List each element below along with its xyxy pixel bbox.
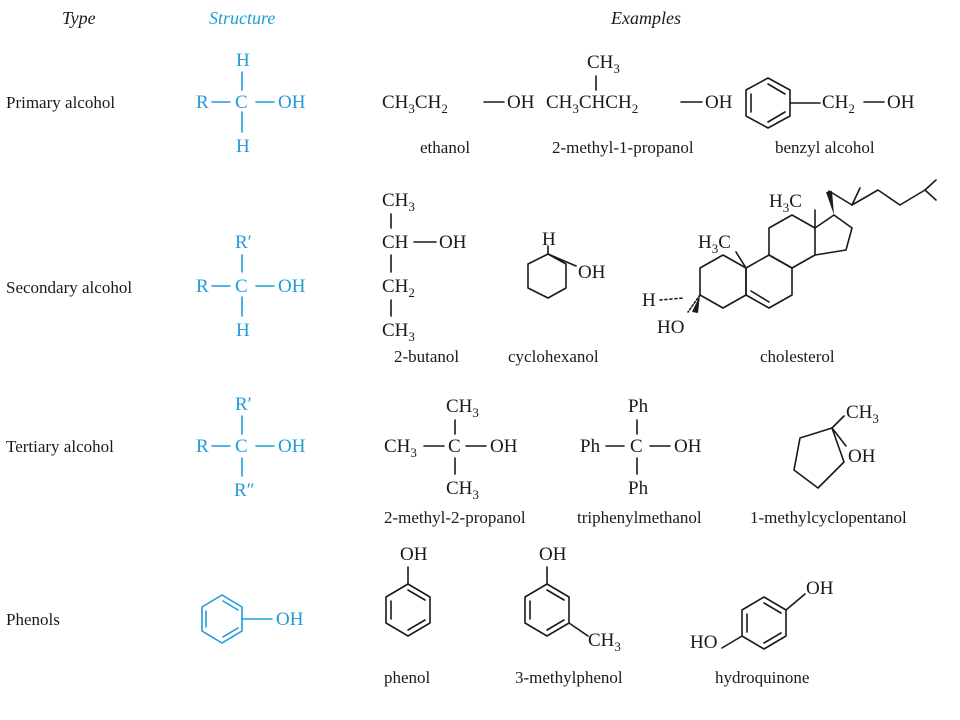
svg-text:OH: OH xyxy=(278,436,306,457)
structure-phenol: OH xyxy=(201,594,304,644)
header-structure: Structure xyxy=(209,8,275,28)
label-2-butanol: 2-butanol xyxy=(394,347,459,366)
label-phenol: phenol xyxy=(384,668,431,687)
svg-text:OH: OH xyxy=(400,544,428,565)
type-label-secondary: Secondary alcohol xyxy=(6,278,132,297)
header-examples: Examples xyxy=(610,8,681,28)
structure-secondary: R′ R C OH H xyxy=(196,232,306,341)
svg-text:OH: OH xyxy=(278,92,306,113)
example-2-butanol: CH3 CH OH CH2 CH3 2-butanol xyxy=(382,190,467,366)
example-phenol: OH phenol xyxy=(384,544,431,687)
svg-text:R: R xyxy=(196,276,209,297)
svg-text:C: C xyxy=(235,276,248,297)
svg-text:C: C xyxy=(235,436,248,457)
svg-text:C: C xyxy=(235,92,248,113)
label-hydroquinone: hydroquinone xyxy=(715,668,809,687)
label-triphenylmethanol: triphenylmethanol xyxy=(577,508,702,527)
type-label-primary: Primary alcohol xyxy=(6,93,115,112)
svg-text:OH: OH xyxy=(539,544,567,565)
svg-text:CH3: CH3 xyxy=(384,436,417,460)
svg-text:OH: OH xyxy=(848,446,876,467)
label-ethanol: ethanol xyxy=(420,138,470,157)
svg-text:Ph: Ph xyxy=(628,396,649,417)
svg-text:Ph: Ph xyxy=(580,436,601,457)
example-triphenylmethanol: Ph Ph C OH Ph triphenylmethanol xyxy=(577,396,702,527)
svg-text:CH3: CH3 xyxy=(587,52,620,76)
example-ethanol: CH3CH2 OH ethanol xyxy=(382,92,535,157)
structure-primary: H R C OH H xyxy=(196,50,306,157)
example-cholesterol: H3C H3C H HO cholesterol xyxy=(642,179,937,366)
example-benzyl-alcohol: CH2 OH benzyl alcohol xyxy=(745,77,915,157)
svg-text:OH: OH xyxy=(278,276,306,297)
svg-text:H: H xyxy=(642,290,656,311)
svg-text:H: H xyxy=(236,136,250,157)
svg-text:HO: HO xyxy=(657,317,684,338)
svg-text:OH: OH xyxy=(674,436,702,457)
example-1-methylcyclopentanol: CH3 OH 1-methylcyclopentanol xyxy=(750,402,907,527)
svg-text:CH3: CH3 xyxy=(382,190,415,214)
svg-text:C: C xyxy=(630,436,643,457)
example-2-methyl-2-propanol: CH3 CH3 C OH CH3 2-methyl-2-propanol xyxy=(384,396,526,527)
svg-text:OH: OH xyxy=(276,609,304,630)
svg-text:R′: R′ xyxy=(235,394,252,415)
svg-text:HO: HO xyxy=(690,632,717,653)
svg-text:OH: OH xyxy=(490,436,518,457)
svg-text:R′: R′ xyxy=(235,232,252,253)
svg-text:R: R xyxy=(196,92,209,113)
svg-text:OH: OH xyxy=(439,232,467,253)
svg-text:CH2: CH2 xyxy=(822,92,855,116)
label-1-methylcyclopentanol: 1-methylcyclopentanol xyxy=(750,508,907,527)
label-cyclohexanol: cyclohexanol xyxy=(508,347,599,366)
example-cyclohexanol: H OH cyclohexanol xyxy=(508,229,606,366)
svg-text:H3C: H3C xyxy=(698,232,731,256)
svg-text:OH: OH xyxy=(887,92,915,113)
type-label-tertiary: Tertiary alcohol xyxy=(6,437,114,456)
label-2-methyl-1-propanol: 2-methyl-1-propanol xyxy=(552,138,694,157)
svg-text:H3C: H3C xyxy=(769,191,802,215)
svg-text:OH: OH xyxy=(705,92,733,113)
svg-text:CH3: CH3 xyxy=(446,478,479,502)
svg-text:H: H xyxy=(542,229,556,250)
header-type: Type xyxy=(62,8,96,28)
svg-text:CH3CHCH2: CH3CHCH2 xyxy=(546,92,638,116)
svg-text:CH3: CH3 xyxy=(446,396,479,420)
label-cholesterol: cholesterol xyxy=(760,347,835,366)
svg-text:R: R xyxy=(196,436,209,457)
svg-text:C: C xyxy=(448,436,461,457)
type-label-phenols: Phenols xyxy=(6,610,60,629)
example-2-methyl-1-propanol: CH3 CH3CHCH2 OH 2-methyl-1-propanol xyxy=(546,52,733,157)
svg-text:CH3: CH3 xyxy=(588,630,621,654)
svg-text:OH: OH xyxy=(578,262,606,283)
label-benzyl-alcohol: benzyl alcohol xyxy=(775,138,875,157)
svg-text:CH3: CH3 xyxy=(382,320,415,344)
svg-text:CH3CH2: CH3CH2 xyxy=(382,92,448,116)
svg-text:OH: OH xyxy=(806,578,834,599)
label-2-methyl-2-propanol: 2-methyl-2-propanol xyxy=(384,508,526,527)
svg-text:OH: OH xyxy=(507,92,535,113)
svg-text:H: H xyxy=(236,320,250,341)
label-3-methylphenol: 3-methylphenol xyxy=(515,668,623,687)
svg-text:CH3: CH3 xyxy=(846,402,879,426)
example-3-methylphenol: OH CH3 3-methylphenol xyxy=(515,544,623,687)
svg-text:H: H xyxy=(236,50,250,71)
structure-tertiary: R′ R C OH R″ xyxy=(196,394,306,501)
example-hydroquinone: OH HO hydroquinone xyxy=(690,578,834,687)
svg-text:Ph: Ph xyxy=(628,478,649,499)
svg-text:CH: CH xyxy=(382,232,409,253)
svg-text:R″: R″ xyxy=(234,480,255,501)
svg-text:CH2: CH2 xyxy=(382,276,415,300)
